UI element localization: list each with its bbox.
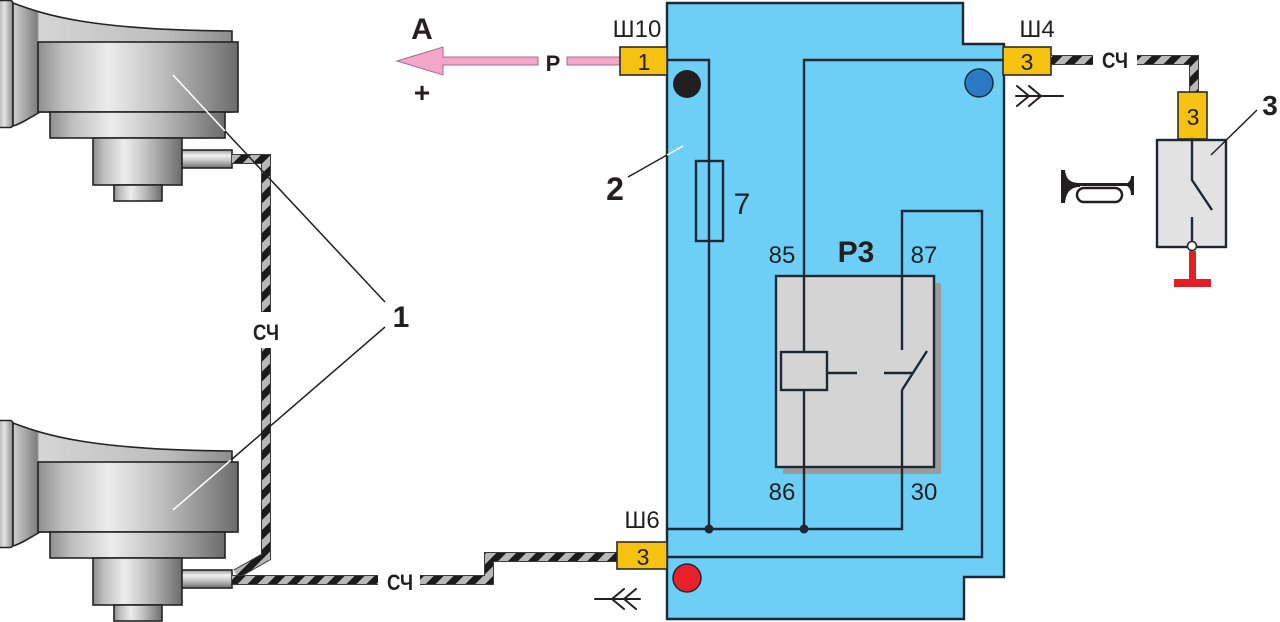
cable-horns-to-sh6: СЧ [232, 552, 617, 595]
callout-1-leader-inner [172, 459, 232, 511]
power-polarity-label: + [414, 77, 430, 108]
cable-stripes [1137, 56, 1198, 92]
junction-dot [799, 524, 809, 534]
callout-1-label: 1 [393, 301, 410, 334]
connector-sh10-body [619, 46, 668, 76]
horn-switch-moving-contact [1190, 140, 1213, 211]
relay-pin-86: 86 [769, 479, 796, 506]
ground-icon [1174, 251, 1211, 287]
power-source-label: A [411, 13, 433, 46]
wire-sh4-to-relay-85 [802, 58, 1004, 352]
callout-2-leader [627, 154, 668, 178]
wire-relay-87-to-sh6 [667, 209, 984, 559]
cable-sh4-to-switch: СЧ [1051, 48, 1199, 92]
relay-name: Р3 [838, 236, 875, 269]
connector-sh10-pin: 1 [638, 49, 651, 75]
indicator-blue-dot [964, 68, 994, 98]
fuse-7 [694, 159, 725, 243]
horn-upper [0, 0, 239, 202]
indicator-red-dot [672, 563, 702, 593]
cable-color-code: СЧ [253, 320, 279, 345]
plug-connector-icon [1015, 85, 1064, 107]
callout-1-leader [230, 326, 386, 461]
horn-base-ring [49, 531, 226, 559]
horn-base-ring [49, 111, 226, 139]
cable-outline [233, 348, 271, 579]
connector-sh10-name: Ш10 [613, 16, 662, 43]
power-input-arrow: Р A + [395, 13, 621, 108]
horn-icon [1061, 170, 1134, 204]
cable-color-code: СЧ [1102, 48, 1128, 73]
callout-control-block: 2 [606, 145, 684, 207]
ground-bar [1174, 279, 1211, 287]
connector-sh10: 1 Ш10 [613, 16, 668, 76]
callout-horns: 1 [172, 74, 410, 511]
horn-flange [0, 0, 14, 129]
cable-outline [1137, 55, 1199, 92]
wire-supply-bus [667, 390, 904, 531]
ground-stem [1189, 251, 1196, 281]
horn-terminal [181, 149, 233, 169]
horn-housing [92, 557, 183, 606]
callout-2-label: 2 [606, 171, 624, 207]
power-wire-color-code: Р [546, 51, 561, 76]
cable-stripes [234, 348, 270, 578]
callout-3-leader [1210, 109, 1258, 156]
horn-body [37, 461, 239, 533]
connector-sh6: 3 Ш6 [594, 507, 668, 610]
horn-lower [0, 419, 239, 622]
indicator-black-dot [673, 70, 701, 98]
cable-stripes [232, 155, 270, 312]
relay-pin-30: 30 [911, 479, 938, 506]
horn-mount-stud [113, 604, 163, 622]
socket-connector-icon [594, 588, 641, 610]
horn-mount-stud [113, 184, 163, 202]
horn-switch-terminal [1186, 240, 1198, 252]
connector-sh6-body [616, 541, 668, 570]
control-block: 7 Р3 85 87 86 30 [665, 1, 1006, 621]
horn-icon-bell [1061, 170, 1080, 203]
horn-body [37, 41, 239, 113]
power-wire-segment [566, 56, 621, 66]
cable-color-code: СЧ [387, 570, 413, 595]
connector-sh6-name: Ш6 [624, 507, 659, 534]
relay-pin-85: 85 [769, 242, 796, 269]
relay-pin-87: 87 [911, 242, 938, 269]
callout-2-leader-inner [666, 145, 684, 156]
relay-contact-arm [900, 350, 929, 391]
horn-flange [0, 419, 14, 549]
cable-horn-to-horn: СЧ [232, 154, 279, 579]
connector-sh4: 3 Ш4 [1002, 16, 1064, 107]
horn-terminal [181, 569, 233, 589]
relay-coil [779, 350, 829, 392]
horn-icon-loop [1075, 186, 1124, 204]
connector-switch-body [1177, 91, 1208, 140]
cable-stripes [420, 553, 617, 584]
cable-outline [232, 154, 271, 312]
connector-sh6-pin: 3 [637, 544, 650, 570]
callout-3-label: 3 [1262, 90, 1278, 121]
horn-switch: 3 [1155, 91, 1228, 252]
junction-dot [704, 524, 714, 534]
callout-horn-switch: 3 [1210, 90, 1278, 156]
callout-1-leader [224, 130, 386, 303]
horn-icon-mouthpiece [1127, 176, 1134, 195]
fuse-number: 7 [734, 188, 751, 221]
callout-1-leader-inner [172, 74, 226, 132]
connector-switch-pin: 3 [1187, 104, 1200, 130]
horn-housing [92, 137, 183, 186]
power-wire-arrow [395, 46, 539, 76]
connector-sh4-pin: 3 [1021, 49, 1034, 75]
wire-sh10-to-fuse [667, 58, 711, 529]
connector-sh4-name: Ш4 [1019, 16, 1054, 43]
